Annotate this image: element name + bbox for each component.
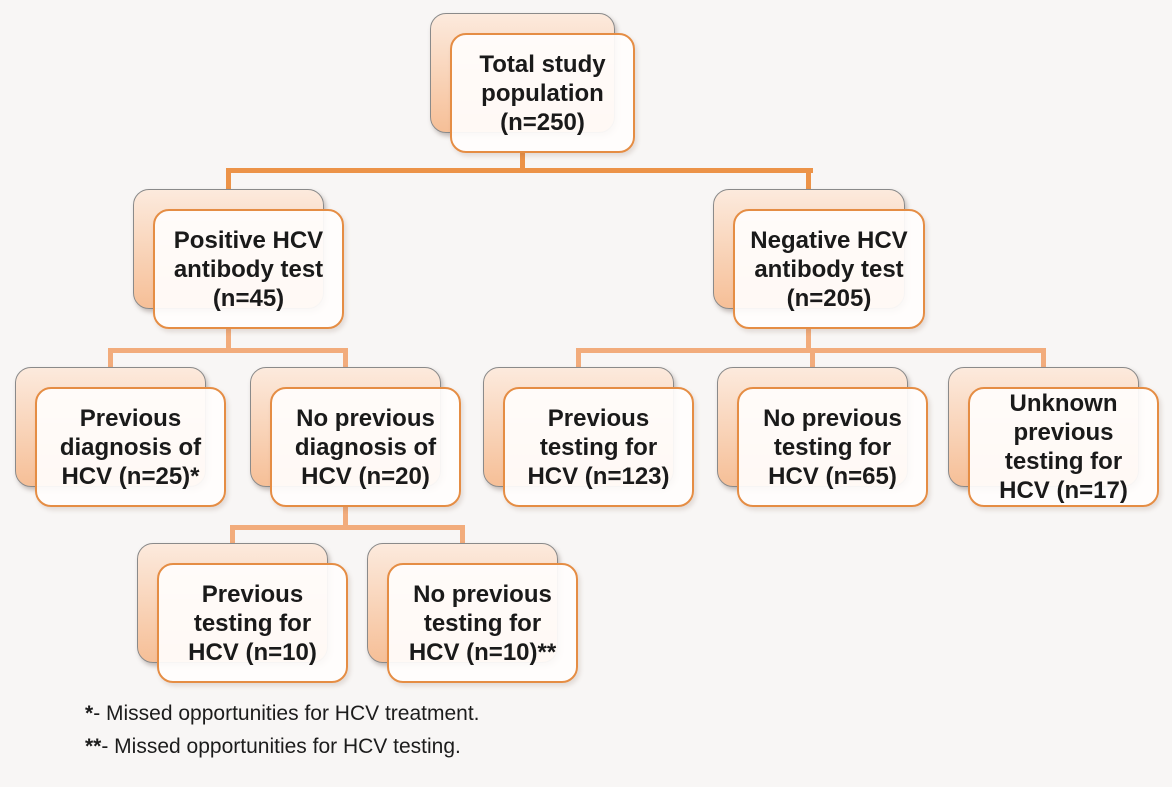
footnote-testing: **- Missed opportunities for HCV testing… — [85, 730, 480, 763]
node-previous-diagnosis: Previous diagnosis of HCV (n=25)* — [15, 367, 226, 507]
connector-h-level1 — [226, 168, 813, 173]
node-no-previous-diagnosis: No previous diagnosis of HCV (n=20) — [250, 367, 461, 507]
connector-v-prevdiag-top — [108, 353, 113, 367]
connector-v-noprevdiag-top — [343, 353, 348, 367]
connector-v-positive-top — [226, 173, 231, 189]
node-previous-diagnosis-label: Previous diagnosis of HCV (n=25)* — [35, 387, 226, 507]
connector-v-negunknown-top — [1041, 353, 1046, 367]
footnote-treatment: *- Missed opportunities for HCV treatmen… — [85, 697, 480, 730]
connector-v-negative-top — [806, 173, 811, 189]
footnote-marker: * — [85, 702, 94, 725]
node-positive-antibody: Positive HCV antibody test (n=45) — [133, 189, 344, 329]
footnote-marker: ** — [85, 735, 102, 758]
node-no-previous-diagnosis-label: No previous diagnosis of HCV (n=20) — [270, 387, 461, 507]
connector-v-posnoprev-top — [460, 530, 465, 543]
connector-v-posprev-top — [230, 530, 235, 543]
connector-v-negnoprev-top — [810, 353, 815, 367]
connector-h-noprevdiag-children — [230, 525, 465, 530]
footnote-text: - Missed opportunities for HCV testing. — [101, 735, 461, 758]
node-negative-unknown-testing: Unknown previous testing for HCV (n=17) — [948, 367, 1159, 507]
node-negative-antibody-label: Negative HCV antibody test (n=205) — [733, 209, 925, 329]
node-negative-antibody: Negative HCV antibody test (n=205) — [713, 189, 925, 329]
node-total-population: Total study population (n=250) — [430, 13, 635, 153]
node-total-population-label: Total study population (n=250) — [450, 33, 635, 153]
connector-v-negative-down — [806, 329, 811, 348]
node-negative-no-previous-testing-label: No previous testing for HCV (n=65) — [737, 387, 928, 507]
node-positive-previous-testing: Previous testing for HCV (n=10) — [137, 543, 348, 683]
node-negative-previous-testing: Previous testing for HCV (n=123) — [483, 367, 694, 507]
node-positive-no-previous-testing-label: No previous testing for HCV (n=10)** — [387, 563, 578, 683]
footnote-text: - Missed opportunities for HCV treatment… — [93, 702, 480, 725]
footnotes: *- Missed opportunities for HCV treatmen… — [85, 697, 480, 763]
node-positive-previous-testing-label: Previous testing for HCV (n=10) — [157, 563, 348, 683]
node-positive-no-previous-testing: No previous testing for HCV (n=10)** — [367, 543, 578, 683]
node-negative-previous-testing-label: Previous testing for HCV (n=123) — [503, 387, 694, 507]
node-negative-unknown-testing-label: Unknown previous testing for HCV (n=17) — [968, 387, 1159, 507]
connector-v-noprevdiag-down — [343, 507, 348, 525]
connector-h-negative-children — [576, 348, 1046, 353]
connector-v-positive-down — [226, 329, 231, 348]
connector-v-total-down — [520, 153, 525, 168]
node-positive-antibody-label: Positive HCV antibody test (n=45) — [153, 209, 344, 329]
connector-v-negprev-top — [576, 353, 581, 367]
node-negative-no-previous-testing: No previous testing for HCV (n=65) — [717, 367, 928, 507]
connector-h-positive-children — [108, 348, 348, 353]
